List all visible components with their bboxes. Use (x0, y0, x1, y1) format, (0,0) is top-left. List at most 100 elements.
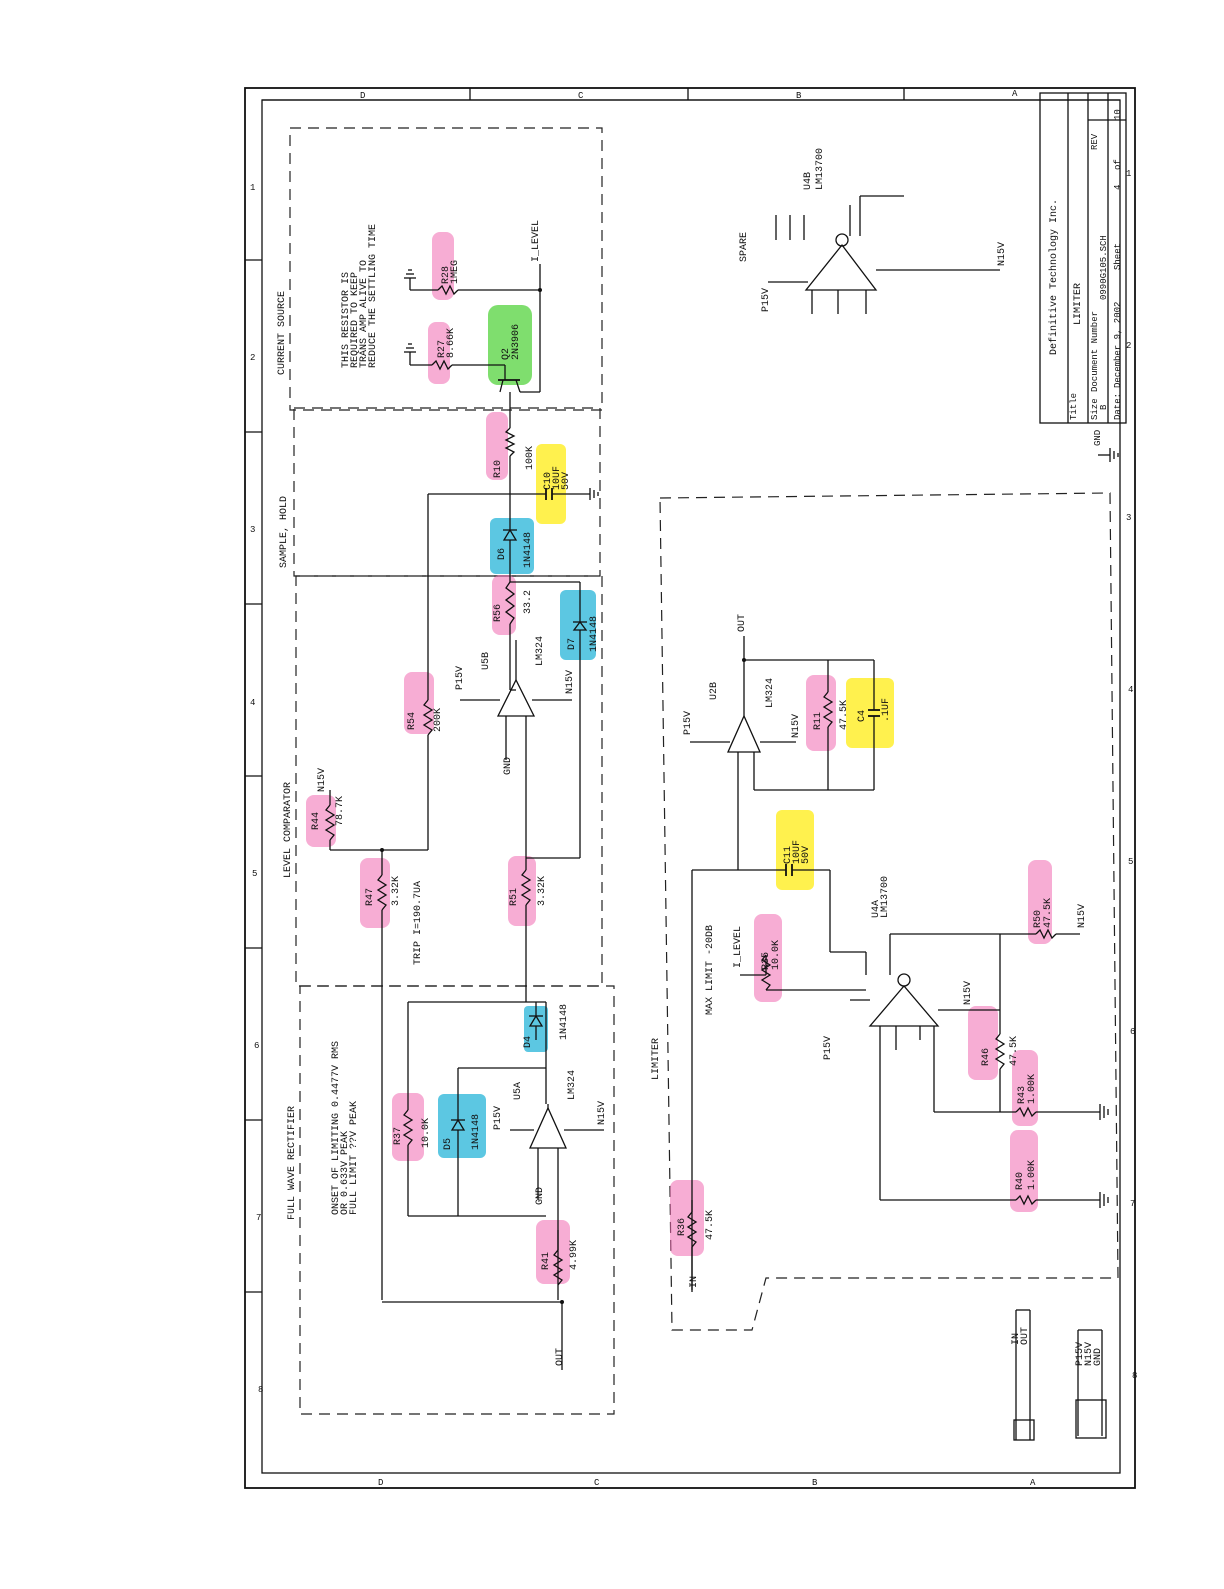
r10-resistor (504, 427, 516, 457)
border-number-right-8: 8 (1132, 1371, 1137, 1381)
of-label: of (1113, 159, 1123, 170)
u2b-p15v: P15V (683, 711, 694, 735)
border-letter-top-a: A (1012, 89, 1018, 99)
r28-value: 1MEG (450, 260, 461, 284)
doc-number-value: 0990G105.SCH (1099, 235, 1109, 300)
sheet-number: 4 (1113, 185, 1123, 190)
c10-value: 10UF (552, 466, 563, 490)
r50-n15v: N15V (1077, 904, 1088, 928)
limiter-circuit: P15V N15V U2B LM324 OUT R11 47.5K C4 .1U… (677, 614, 1109, 1292)
border-number-right-7: 7 (1130, 1199, 1135, 1209)
r56-ref: R56 (493, 604, 504, 622)
border-number-left-2: 2 (250, 353, 255, 363)
svg-text:REDUCE THE SETTLING TIME: REDUCE THE SETTLING TIME (368, 224, 379, 368)
border-letter-bottom-c: C (594, 1478, 600, 1488)
r54-resistor (422, 699, 434, 736)
u5a-n15v: N15V (597, 1101, 608, 1125)
border-number-left-6: 6 (254, 1041, 259, 1051)
r44-resistor (324, 804, 336, 841)
r50-resistor (1035, 928, 1057, 940)
size-label: Size (1090, 398, 1100, 420)
r44-n15v: N15V (317, 768, 328, 792)
r36-value: 47.5K (705, 1210, 716, 1240)
r35-ref: R35 (761, 952, 772, 970)
gnd-symbol-r27 (404, 343, 416, 365)
border-letter-bottom-b: B (812, 1478, 818, 1488)
r41-ref: R41 (541, 1252, 552, 1270)
r41-resistor (552, 1249, 564, 1286)
title-block: Definitive Technology Inc. Title LIMITER… (1039, 92, 1127, 462)
border-number-left-7: 7 (256, 1213, 261, 1223)
border-letter-top-b: B (796, 91, 802, 101)
full-wave-rectifier-circuit: D4 1N4148 P15V N15V U5A LM324 GND D5 1N4… (382, 1001, 608, 1370)
rectifier-out-label: OUT (555, 1348, 566, 1366)
size-value: B (1099, 404, 1109, 410)
r37-value: 10.0K (421, 1118, 432, 1148)
border-number-left-5: 5 (252, 869, 257, 879)
svg-text:FULL LIMIT ??V PEAK: FULL LIMIT ??V PEAK (349, 1101, 360, 1215)
u4b-value: LM13700 (815, 148, 826, 190)
sheet-border: D C B A D C B A 1 2 3 4 5 6 7 8 1 2 3 4 … (244, 87, 1137, 1489)
d7-value: 1N4148 (589, 616, 600, 652)
r40-ref: R40 (1015, 1172, 1026, 1190)
border-number-right-3: 3 (1126, 513, 1131, 523)
d5-ref: D5 (443, 1138, 454, 1150)
r47-resistor (376, 874, 388, 911)
net-legend: IN OUT P15V N15V GND (1011, 1309, 1107, 1441)
r27-value: 8.66K (446, 328, 457, 358)
svg-text:THIS RESISTOR IS: THIS RESISTOR IS (341, 272, 352, 368)
section-current-source: CURRENT SOURCE (277, 291, 288, 375)
legend-in: IN (1011, 1333, 1022, 1345)
r46-value: 47.5K (1009, 1036, 1020, 1066)
r37-resistor (402, 1109, 414, 1146)
section-spare: SPARE (739, 232, 750, 262)
r10-value: 100K (525, 446, 536, 470)
border-number-right-5: 5 (1128, 857, 1133, 867)
svg-text:OR 0.633V PEAK: OR 0.633V PEAK (340, 1131, 351, 1215)
u4a-value: LM13700 (880, 876, 891, 918)
doc-number-label: Document Number (1090, 311, 1100, 392)
r54-value: 200K (433, 708, 444, 732)
border-letter-bottom-a: A (1030, 1478, 1036, 1488)
r50-value: 47.5K (1043, 898, 1054, 928)
u5a-value: LM324 (567, 1070, 578, 1100)
d6-ref: D6 (497, 548, 508, 560)
r36-resistor (686, 1211, 698, 1248)
sample-hold-circuit: R10 100K C10 10UF 50V D6 1N4148 (427, 410, 600, 858)
u2b-opamp (726, 714, 762, 753)
r56-value: 33.2 (523, 590, 534, 614)
trip-note: TRIP I=190.7UA (413, 881, 424, 965)
border-letter-bottom-d: D (378, 1478, 383, 1488)
r54-ref: R54 (407, 712, 418, 730)
legend-n15v: N15V (1084, 1342, 1095, 1366)
r43-value: 1.00K (1027, 1074, 1038, 1104)
u4b-n15v: N15V (997, 242, 1008, 266)
q2-ref: Q2 (501, 348, 512, 360)
u5b-p15v: P15V (455, 666, 466, 690)
current-source-circuit: R28 1MEG R27 8.66K Q2 2N3906 (404, 220, 542, 410)
r51-ref: R51 (509, 888, 520, 906)
c11-ref: C11 (783, 846, 794, 864)
r35-value: 10.0K (771, 940, 782, 970)
u2b-ref: U2B (709, 682, 720, 700)
r56-resistor (504, 581, 516, 625)
svg-text:ONSET OF LIMITING 0.4477V RMS: ONSET OF LIMITING 0.4477V RMS (331, 1041, 342, 1215)
rev-label: REV (1090, 133, 1100, 150)
sheet-total: 10 (1113, 109, 1123, 120)
r27-ref: R27 (437, 340, 448, 358)
border-number-left-4: 4 (250, 698, 255, 708)
r50-ref: R50 (1033, 910, 1044, 928)
u2b-n15v: N15V (791, 714, 802, 738)
sheet-label: Sheet (1113, 243, 1123, 270)
onset-note: ONSET OF LIMITING 0.4477V RMS OR 0.633V … (331, 1041, 360, 1215)
legend-p15v: P15V (1075, 1342, 1086, 1366)
r10-ref: R10 (493, 460, 504, 478)
u4a-n15v: N15V (963, 981, 974, 1005)
r47-value: 3.32K (391, 876, 402, 906)
i-level-net-label: I_LEVEL (531, 220, 542, 262)
r41-value: 4.99K (569, 1240, 580, 1270)
u5a-gnd: GND (535, 1187, 546, 1205)
r35-resistor (760, 954, 772, 991)
